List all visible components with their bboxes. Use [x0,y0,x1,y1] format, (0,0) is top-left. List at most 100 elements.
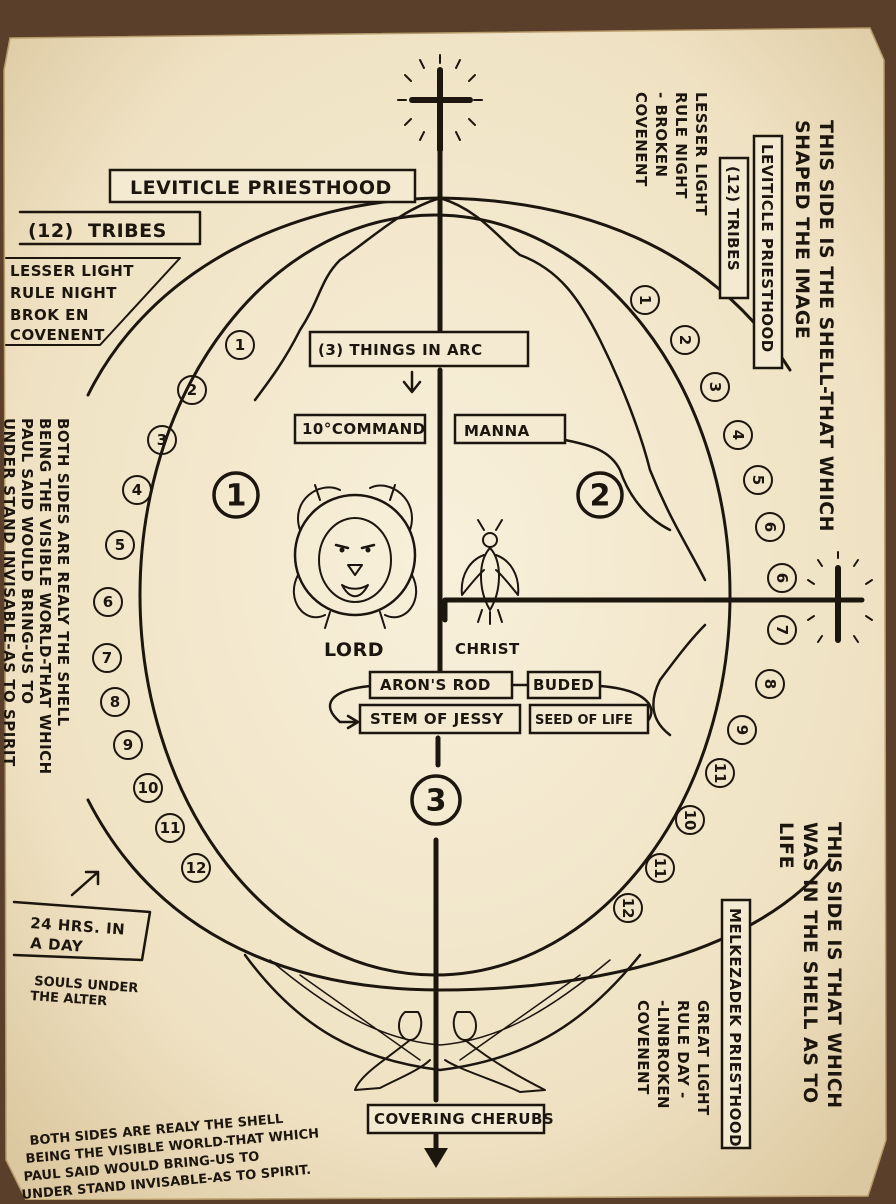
svg-text:THIS SIDE IS THAT WHICH: THIS SIDE IS THAT WHICH [823,822,845,1109]
curve-arrow-left-icon [328,684,372,724]
svg-text:2: 2 [187,381,197,399]
svg-text:4: 4 [729,430,747,440]
svg-text:12: 12 [619,898,637,919]
svg-text:5: 5 [749,475,767,485]
svg-text:8: 8 [110,693,120,711]
left-tribe-circle: 9 [113,730,143,760]
svg-text:5: 5 [115,536,125,554]
left-tribe-circle: 3 [147,425,177,455]
arons-rod-label: ARON'S ROD [380,676,491,694]
manna-wave [563,438,672,532]
lesser-light-line-1: LESSER LIGHT [10,262,134,280]
svg-text:COVENENT: COVENENT [634,1000,652,1095]
svg-text:3: 3 [157,431,167,449]
svg-text:UNDER STAND INVISABLE-AS TO SP: UNDER STAND INVISABLE-AS TO SPIRIT [0,418,18,767]
tribes-vertical-box [718,156,750,300]
seed-of-life-box [528,703,650,735]
right-tribe-circle: 6 [767,563,797,593]
right-tribe-circle: 12 [613,893,643,923]
melkezadek-vertical-box [720,898,752,1150]
right-bottom-vertical-note: THIS SIDE IS THAT WHICH WAS IN THE SHELL… [634,822,845,1150]
svg-text:SHAPED THE IMAGE: SHAPED THE IMAGE [791,120,813,339]
section-three: 3 [410,774,462,826]
lion-icon [292,484,418,629]
covering-cherubs-label: COVERING CHERUBS [374,1110,554,1128]
shell-curtain [253,196,707,582]
svg-text:3: 3 [706,382,724,392]
cherubs-icon [354,1011,546,1093]
svg-text:11: 11 [711,763,729,784]
right-cross-icon [442,551,873,643]
svg-text:9: 9 [733,725,751,735]
right-tribe-circle: 10 [675,805,705,835]
lesser-light-line-3: BROK EN [10,306,89,324]
svg-text:1: 1 [226,479,247,514]
svg-text:2: 2 [590,479,611,514]
section-two: 2 [576,471,624,519]
tribes-word: TRIBES [88,220,167,242]
left-vertical-note: BOTH SIDES ARE REALY THE SHELL BEING THE… [0,418,72,775]
svg-text:10: 10 [681,810,699,831]
leviticle-vertical-box [752,134,784,370]
right-tribe-circle: 7 [767,615,797,645]
svg-text:-LINBROKEN: -LINBROKEN [654,1000,672,1109]
christ-label: CHRIST [455,640,520,658]
seed-of-life-label: SEED OF LIFE [535,713,633,728]
left-tribe-circle: 2 [177,375,207,405]
svg-text:11: 11 [160,819,181,837]
down-arrow-icon-small [402,370,422,394]
left-tribe-circle: 12 [181,853,211,883]
arrow-head-left [346,714,360,730]
left-tribe-circle: 4 [122,475,152,505]
svg-text:PAUL SAID WOULD BRING-US TO: PAUL SAID WOULD BRING-US TO [18,418,36,704]
svg-text:(12) TRIBES: (12) TRIBES [724,166,742,271]
left-tribe-circle: 8 [100,687,130,717]
left-tribe-circle: 10 [133,773,163,803]
right-tribe-circle: 3 [700,372,730,402]
hours-box [12,900,152,962]
svg-text:8: 8 [761,679,779,689]
leviticle-priesthood-label: LEVITICLE PRIESTHOOD [130,177,392,199]
three-things-label: (3) THINGS IN ARC [318,341,483,359]
svg-text:6: 6 [761,522,779,532]
tribes-number: (12) [28,220,74,242]
svg-text:2: 2 [676,335,694,345]
left-tribe-circle: 7 [92,643,122,673]
svg-text:11: 11 [651,858,669,879]
left-tribe-circle: 11 [155,813,185,843]
shell-curtain-lower [652,623,707,737]
right-tribe-circle: 9 [727,715,757,745]
right-tribe-circle: 6 [755,512,785,542]
lesser-light-line-2: RULE NIGHT [10,284,117,302]
three-things-box [308,330,530,368]
svg-text:MELKEZADEK PRIESTHOOD: MELKEZADEK PRIESTHOOD [726,908,744,1147]
svg-text:7: 7 [773,625,791,635]
svg-text:THIS SIDE IS THE SHELL-THAT WH: THIS SIDE IS THE SHELL-THAT WHICH [815,120,837,532]
up-right-arrow-icon [70,870,100,897]
left-tribe-circle: 1 [225,330,255,360]
left-tribe-circle: 6 [93,587,123,617]
right-tribe-circle: 4 [723,420,753,450]
svg-text:COVENENT: COVENENT [632,92,650,187]
right-tribe-circle: 11 [645,853,675,883]
lesser-light-line-4: COVENENT [10,326,105,344]
svg-text:1: 1 [636,295,654,305]
svg-text:3: 3 [426,784,447,819]
souls-line-1: SOULS UNDER [34,974,139,996]
buded-label: BUDED [533,676,594,694]
right-tribe-circles: 1 2 3 4 5 6 6 7 8 9 11 10 11 12 [613,285,797,923]
stem-of-jessy-label: STEM OF JESSY [370,710,504,728]
svg-text:LEVITICLE PRIESTHOOD: LEVITICLE PRIESTHOOD [758,144,776,353]
svg-text:LIFE: LIFE [775,822,797,869]
buded-box [526,670,602,700]
svg-text:12: 12 [186,859,207,877]
souls-line-2: THE ALTER [30,989,108,1009]
svg-text:BEING THE VISIBLE WORLD-THAT W: BEING THE VISIBLE WORLD-THAT WHICH [36,418,54,775]
svg-text:LESSER LIGHT: LESSER LIGHT [692,92,710,216]
top-cross-icon [397,54,483,153]
dove-icon [460,519,520,625]
stem-of-jessy-box [358,703,522,735]
svg-text:GREAT LIGHT: GREAT LIGHT [694,1000,712,1116]
